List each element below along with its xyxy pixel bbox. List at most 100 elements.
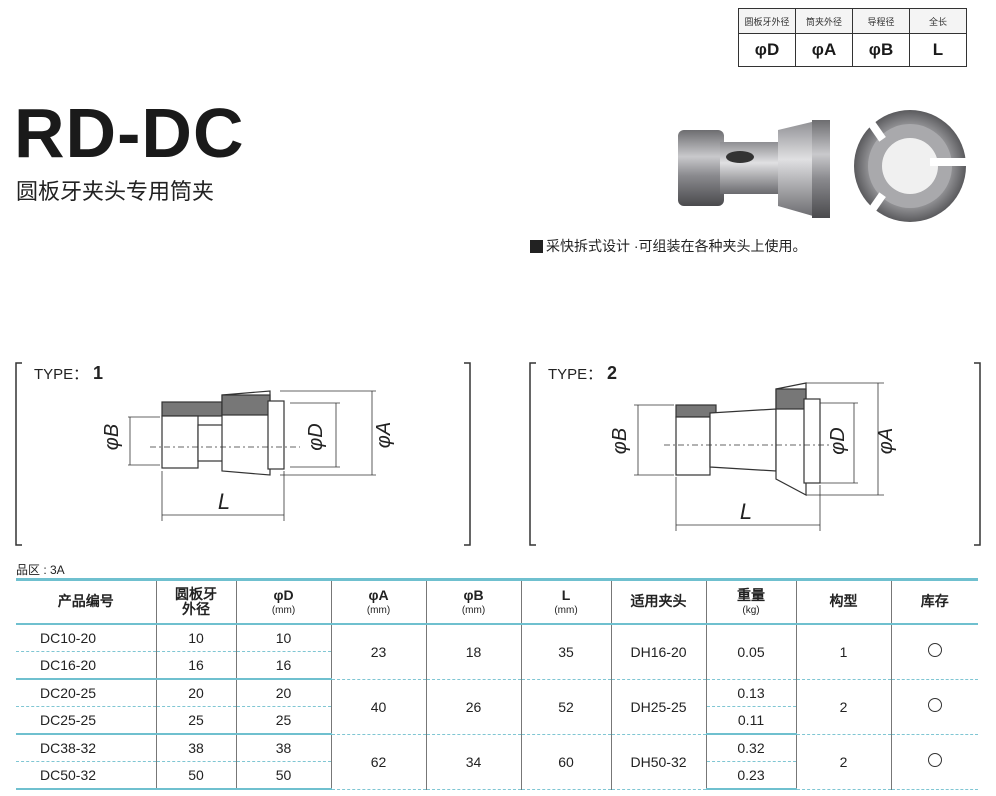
type2-dim-l: L xyxy=(740,499,752,524)
table-row: DC20-25 20 20 40 26 52 DH25-25 0.13 2 xyxy=(16,679,978,735)
type1-label: TYPE： xyxy=(34,366,88,383)
cell-phid: 25 xyxy=(235,706,331,735)
header-type: 构型 xyxy=(795,578,891,625)
cell-phid: 38 xyxy=(235,734,331,762)
cell-stock xyxy=(890,734,978,790)
legend-header-collet-od: 筒夹外径 xyxy=(795,8,853,34)
type2-dim-d: φD xyxy=(827,427,849,455)
type1-dim-b: φB xyxy=(101,424,123,450)
product-photo xyxy=(678,110,980,222)
table-row: DC25-25 25 25 0.11 xyxy=(16,706,978,735)
cell-code: DC16-20 xyxy=(16,651,156,680)
header-weight-label: 重量 xyxy=(737,587,765,604)
cell-die-od: 50 xyxy=(155,761,236,790)
header-die-od-line2: 外径 xyxy=(182,601,210,617)
table-row: DC38-32 38 38 62 34 60 DH50-32 0.32 2 xyxy=(16,734,978,790)
type1-dim-l: L xyxy=(218,489,230,514)
type1-frame xyxy=(15,362,471,546)
type2-label: TYPE： xyxy=(548,366,602,383)
cell-type: 2 xyxy=(795,679,891,735)
type2-dimensions xyxy=(634,382,884,531)
header-holder: 适用夹头 xyxy=(610,578,706,625)
lot-code: 品区 : 3A xyxy=(16,563,65,577)
in-stock-circle-icon xyxy=(927,643,942,658)
product-title: RD-DC xyxy=(14,94,245,172)
product-subtitle: 圆板牙夹头专用筒夹 xyxy=(16,179,215,204)
cell-die-od: 25 xyxy=(155,706,236,735)
header-phib-label: φB xyxy=(463,587,484,604)
legend-header-pilot-dia: 导程径 xyxy=(852,8,910,34)
type1-number: 1 xyxy=(93,363,103,383)
table-row: DC16-20 16 16 xyxy=(16,651,978,680)
cell-holder: DH50-32 xyxy=(610,734,706,790)
cell-length: 60 xyxy=(520,734,611,790)
cell-code: DC10-20 xyxy=(16,624,156,652)
type2-part xyxy=(664,382,830,496)
legend-header-length: 全长 xyxy=(909,8,967,34)
header-phid-label: φD xyxy=(273,587,294,604)
feature-text: 采快拆式设计 ·可组装在各种夹头上使用。 xyxy=(546,238,807,254)
header-length-unit: (mm) xyxy=(554,604,578,616)
cell-length: 52 xyxy=(520,679,611,735)
legend-symbol-b: φB xyxy=(852,33,910,67)
cell-phid: 10 xyxy=(235,624,331,652)
header-phid-unit: (mm) xyxy=(271,604,296,616)
cell-weight: 0.23 xyxy=(705,761,796,790)
cell-holder: DH25-25 xyxy=(610,679,706,735)
header-weight-unit: (kg) xyxy=(742,604,760,616)
table-header-row: 产品编号 圆板牙 外径 φD (mm) φA (mm) φB (mm) L (m… xyxy=(16,578,978,625)
legend-symbol-a: φA xyxy=(795,33,853,67)
cell-weight: 0.13 xyxy=(705,679,796,707)
header-phib-unit: (mm) xyxy=(461,604,486,616)
cell-die-od: 20 xyxy=(155,679,236,707)
cell-stock xyxy=(890,624,978,680)
type2-number: 2 xyxy=(607,363,617,383)
type2-dim-b: φB xyxy=(609,428,631,454)
cell-stock xyxy=(890,679,978,735)
feature-note: 采快拆式设计 ·可组装在各种夹头上使用。 xyxy=(530,236,807,256)
cell-phid: 50 xyxy=(235,761,331,790)
header-phid: φD (mm) xyxy=(235,578,331,625)
cell-phib: 26 xyxy=(425,679,521,735)
cell-type: 2 xyxy=(795,734,891,790)
header-phia-unit: (mm) xyxy=(366,604,391,616)
header-phib: φB (mm) xyxy=(425,578,521,625)
cell-code: DC50-32 xyxy=(16,761,156,790)
header-die-od-line1: 圆板牙 xyxy=(175,585,217,602)
header-length-label: L xyxy=(561,587,571,604)
header-die-od: 圆板牙 外径 xyxy=(155,578,236,625)
cell-phia: 62 xyxy=(330,734,426,790)
table-row: DC50-32 50 50 0.23 xyxy=(16,761,978,790)
header-phia: φA (mm) xyxy=(330,578,426,625)
bullet-square-icon xyxy=(530,239,543,253)
cell-code: DC25-25 xyxy=(16,706,156,735)
cell-phia: 40 xyxy=(330,679,426,735)
cell-weight: 0.05 xyxy=(705,624,796,680)
cell-die-od: 38 xyxy=(155,734,236,762)
type2-dim-a: φA xyxy=(875,428,897,454)
in-stock-circle-icon xyxy=(927,753,942,767)
type1-dim-d: φD xyxy=(305,423,327,451)
cell-code: DC38-32 xyxy=(16,734,156,762)
cell-code: DC20-25 xyxy=(16,679,156,707)
cell-weight: 0.32 xyxy=(705,734,796,762)
cell-die-od: 10 xyxy=(155,624,236,652)
dimension-legend: 圆板牙外径 筒夹外径 导程径 全长 φD φA φB L xyxy=(738,8,967,67)
cell-phib: 18 xyxy=(425,624,521,680)
cell-length: 35 xyxy=(520,624,611,680)
cell-phib: 34 xyxy=(425,734,521,790)
type1-dim-a: φA xyxy=(373,422,395,448)
legend-symbol-l: L xyxy=(909,33,967,67)
legend-header-die-od: 圆板牙外径 xyxy=(738,8,796,34)
table-row: DC10-20 10 10 23 18 35 DH16-20 0.05 1 xyxy=(16,624,978,680)
cell-type: 1 xyxy=(795,624,891,680)
header-length: L (mm) xyxy=(520,578,611,625)
header-code: 产品编号 xyxy=(16,578,156,625)
cell-phid: 16 xyxy=(235,651,331,680)
spec-table: 产品编号 圆板牙 外径 φD (mm) φA (mm) φB (mm) L (m… xyxy=(16,578,978,790)
cell-weight: 0.11 xyxy=(705,706,796,735)
type1-part xyxy=(150,390,300,476)
cell-die-od: 16 xyxy=(155,651,236,680)
type2-frame xyxy=(529,362,981,546)
header-phia-label: φA xyxy=(368,587,389,604)
